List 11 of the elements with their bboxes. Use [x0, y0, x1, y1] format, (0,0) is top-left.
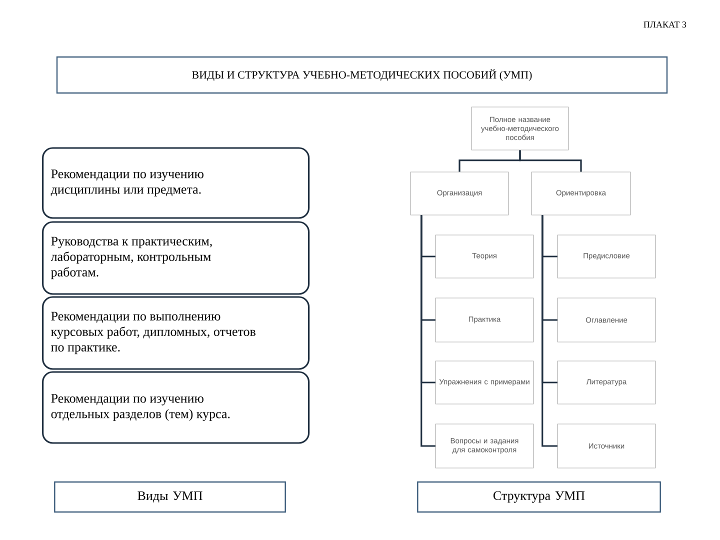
connector-line — [519, 150, 582, 172]
rounded-box: Руководства к практическим, лабораторным, контрольным работам. — [42, 221, 310, 295]
connector-line — [420, 215, 436, 447]
caption-box: Виды УМП — [54, 481, 286, 513]
title-box: ВИДЫ И СТРУКТУРА УЧЕБНО-МЕТОДИЧЕСКИХ ПОСОБИЙ (УМП) — [56, 56, 668, 94]
caption-box: Структура УМП — [417, 481, 661, 513]
rounded-box: Рекомендации по выполнению курсовых работ, дипломных, отчетов по практике. — [42, 296, 310, 370]
poster-number: ПЛАКАТ 3 — [644, 22, 686, 28]
rounded-box: Рекомендации по изучению дисциплины или предмета. — [42, 147, 310, 219]
rounded-box: Рекомендации по изучению отдельных разделов (тем) курса. — [42, 371, 310, 444]
connector-line — [542, 215, 558, 447]
